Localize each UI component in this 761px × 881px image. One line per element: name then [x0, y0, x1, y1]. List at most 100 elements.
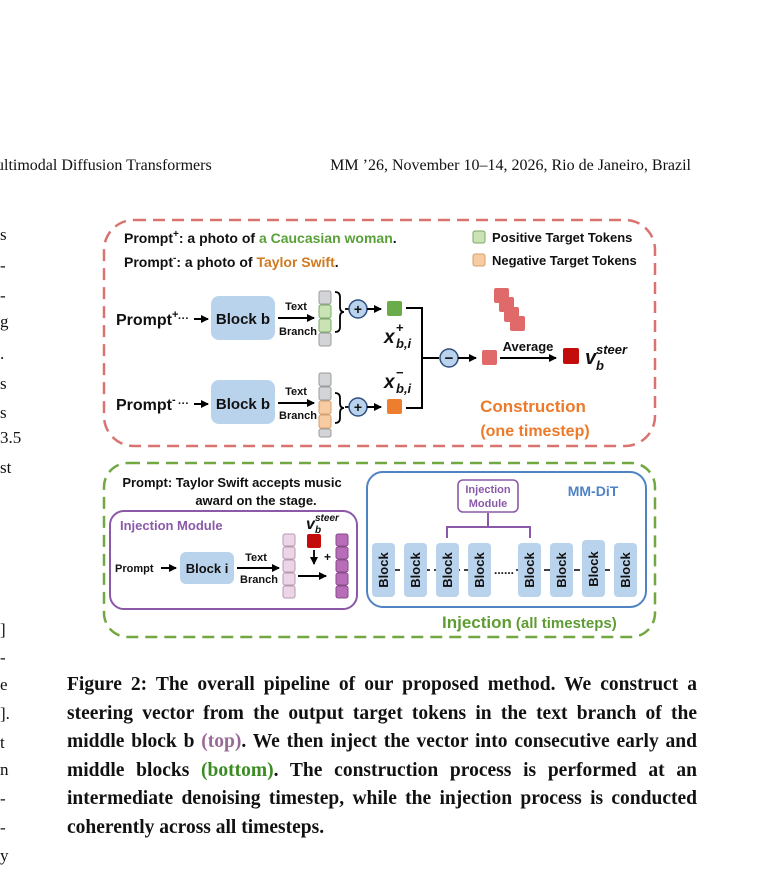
module-steering-symbol: v: [306, 516, 316, 533]
token-stack-positive: [318, 290, 332, 347]
margin-fragment: g: [0, 312, 9, 331]
construction-frame: [102, 218, 657, 448]
injection-prompt-line1: Prompt: Taylor Swift accepts music: [122, 475, 341, 490]
legend-positive-swatch: [472, 230, 486, 244]
caption-bottom-ref: (bottom): [201, 759, 274, 781]
svg-text:b: b: [315, 525, 321, 536]
running-header: ultimodal Diffusion Transformers MM ’26,…: [0, 157, 761, 183]
svg-text:steer: steer: [315, 513, 340, 524]
svg-text:Block: Block: [408, 552, 423, 588]
injection-title: Injection(all timesteps): [442, 613, 617, 632]
svg-text:b: b: [596, 358, 604, 373]
x-negative-vector: [387, 399, 402, 414]
steering-vector: [563, 348, 579, 364]
svg-text:Block: Block: [554, 552, 569, 588]
x-negative-symbol: x: [383, 372, 396, 393]
svg-text:+: +: [354, 301, 362, 317]
svg-text:+: +: [354, 399, 362, 415]
mmdit-block: [372, 543, 395, 597]
svg-text:Block: Block: [376, 552, 391, 588]
mmdit-block: [550, 543, 573, 597]
token-stack-negative: [318, 372, 332, 438]
margin-fragment: y: [0, 846, 9, 865]
svg-text:Block: Block: [522, 552, 537, 588]
figure-caption: Figure 2: The overall pipeline of our pr…: [67, 674, 697, 838]
row-negative-prompt: Prompt-: [116, 394, 176, 414]
pipeline-figure: Prompt+: a photo of a Caucasian woman. P…: [102, 218, 657, 639]
svg-text:Module: Module: [469, 498, 508, 510]
mmdit-block-row: Block Block Block Block ...... Block Blo…: [372, 540, 637, 597]
margin-fragment: ]: [0, 620, 6, 639]
ellipsis: ···: [178, 313, 189, 325]
svg-text:−: −: [445, 350, 454, 367]
injection-prompt-line2: award on the stage.: [195, 493, 316, 508]
svg-text:−: −: [396, 365, 404, 380]
difference-vector: [482, 350, 497, 365]
row-positive-prompt: Prompt+: [116, 309, 178, 329]
header-venue: MM ’26, November 10–14, 2026, Rio de Jan…: [330, 157, 691, 174]
margin-fragment: -: [0, 818, 6, 837]
module-prompt-label: Prompt: [115, 563, 154, 575]
block-b-negative: [211, 380, 275, 424]
margin-fragment: -: [0, 789, 6, 808]
mmdit-block: [404, 543, 427, 597]
margin-fragment: -: [0, 256, 6, 275]
svg-text:b,i: b,i: [396, 336, 412, 351]
svg-text:Block: Block: [472, 552, 487, 588]
mmdit-block: [614, 543, 637, 597]
block-i-label: Block i: [186, 561, 229, 576]
mmdit-block: [468, 543, 491, 597]
x-positive-vector: [387, 301, 402, 316]
svg-text:+: +: [396, 320, 404, 335]
margin-fragment: e: [0, 675, 8, 694]
mmdit-block: [436, 543, 459, 597]
margin-fragment: s: [0, 403, 7, 422]
mmdit-block: [582, 540, 605, 597]
svg-text:Branch: Branch: [240, 574, 278, 586]
steering-vector-symbol: v: [585, 347, 598, 369]
injection-module-title: Injection Module: [120, 518, 223, 533]
text-branch-label-pos: Text: [285, 301, 307, 313]
svg-text:+: +: [324, 550, 331, 564]
block-b-positive-label: Block b: [216, 311, 270, 328]
injection-frame: [102, 461, 657, 639]
svg-text:···: ···: [178, 398, 189, 410]
mmdit-frame: [366, 471, 647, 608]
mmdit-label: MM-DiT: [568, 483, 619, 499]
injection-module-frame: [109, 510, 358, 610]
legend-positive-label: Positive Target Tokens: [492, 230, 632, 245]
margin-fragment: .: [0, 344, 5, 363]
average-label: Average: [503, 339, 554, 354]
construction-title: Construction: [480, 397, 586, 416]
header-title: ultimodal Diffusion Transformers: [0, 157, 212, 174]
x-positive-symbol: x: [383, 327, 396, 348]
caption-top-ref: (top): [201, 731, 242, 752]
mmdit-block: [518, 543, 541, 597]
svg-text:Text: Text: [285, 386, 307, 398]
text-branch-label-pos-2: Branch: [279, 326, 317, 338]
construction-subtitle: (one timestep): [480, 423, 589, 440]
svg-text:steer: steer: [596, 342, 628, 357]
legend-negative-label: Negative Target Tokens: [492, 253, 637, 268]
legend-negative-swatch: [472, 253, 486, 267]
margin-fragment: t: [0, 733, 5, 752]
module-token-stack-before: [282, 533, 296, 599]
injection-module-mini: [457, 479, 519, 513]
block-i: [180, 552, 234, 584]
margin-fragment: st: [0, 458, 12, 477]
module-token-stack-after: [335, 533, 349, 599]
svg-text:b,i: b,i: [396, 381, 412, 396]
difference-vector-stack: [494, 288, 525, 331]
svg-text:Injection: Injection: [465, 484, 511, 496]
block-b-positive: [211, 296, 275, 340]
mmdit-dots: ......: [494, 563, 514, 577]
svg-text:Block: Block: [618, 552, 633, 588]
margin-fragment: s: [0, 225, 7, 244]
svg-text:Branch: Branch: [279, 410, 317, 422]
prompt-positive-line: Prompt+: a photo of a Caucasian woman.: [124, 229, 397, 246]
module-steering-vector: [307, 534, 321, 548]
svg-text:Text: Text: [245, 552, 267, 564]
margin-fragment: -: [0, 648, 6, 667]
margin-fragment: -: [0, 286, 6, 305]
svg-text:Block: Block: [586, 551, 601, 587]
